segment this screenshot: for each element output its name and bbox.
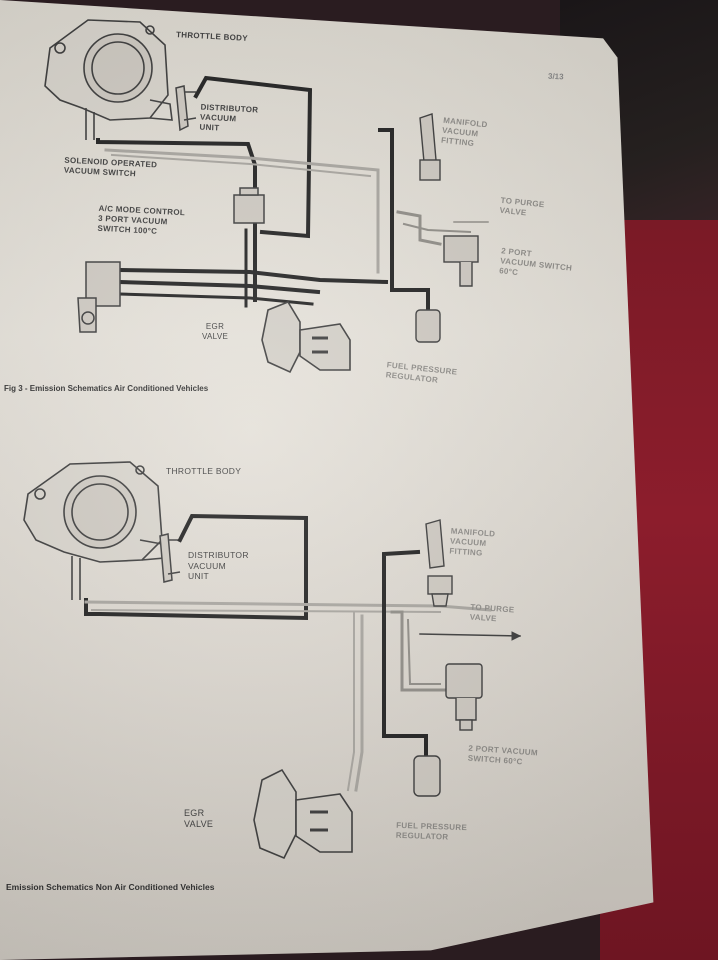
fig1-label-ac-mode: A/C MODE CONTROL 3 PORT VACUUM SWITCH 10…: [97, 203, 186, 236]
fig2-label-throttle-body: THROTTLE BODY: [166, 466, 242, 476]
fig2-label-manifold: MANIFOLD VACUUM FITTING: [449, 526, 496, 558]
fig1-throttle-body: [44, 19, 173, 140]
fig1-label-egr: EGR VALVE: [202, 322, 229, 341]
fig1-distributor-vacuum: [175, 85, 197, 132]
fig1-manifold-fitting: [419, 113, 441, 181]
fig2-distributor-vacuum: [159, 533, 181, 583]
fig1-label-distributor: DISTRIBUTOR VACUUM UNIT: [199, 102, 259, 133]
fig2-label-purge: TO PURGE VALVE: [469, 602, 515, 624]
fig2-label-fuel-regulator: FUEL PRESSURE REGULATOR: [395, 820, 468, 842]
fig2-hoses: [84, 513, 522, 792]
fig2-fuel-regulator: [413, 755, 441, 797]
fig1-solenoid-switch: [233, 187, 265, 224]
fig2-caption: Emission Schematics Non Air Conditioned …: [6, 882, 215, 892]
fig1-egr-valve: [261, 301, 351, 374]
fig2-throttle-body: [23, 461, 165, 600]
fig1-ac-mode-switch: [77, 261, 121, 333]
fig2-label-egr: EGR VALVE: [184, 808, 214, 830]
fig2-label-distributor: DISTRIBUTOR VACUUM UNIT: [188, 550, 249, 582]
fig2-manifold-fitting: [425, 519, 453, 607]
fig1-hoses: [96, 75, 489, 312]
fig1-two-port-switch: [443, 235, 479, 287]
section-title: ION CONTROL SYSTEM - E.F.I. ENGINE: [231, 0, 382, 13]
fig2-egr-valve: [253, 768, 353, 860]
fig1-caption: Fig 3 - Emission Schematics Air Conditio…: [4, 384, 209, 393]
fig1-fuel-regulator: [415, 309, 441, 343]
fig2-two-port-switch: [445, 663, 483, 731]
fig1-label-manifold: MANIFOLD VACUUM FITTING: [440, 115, 489, 149]
